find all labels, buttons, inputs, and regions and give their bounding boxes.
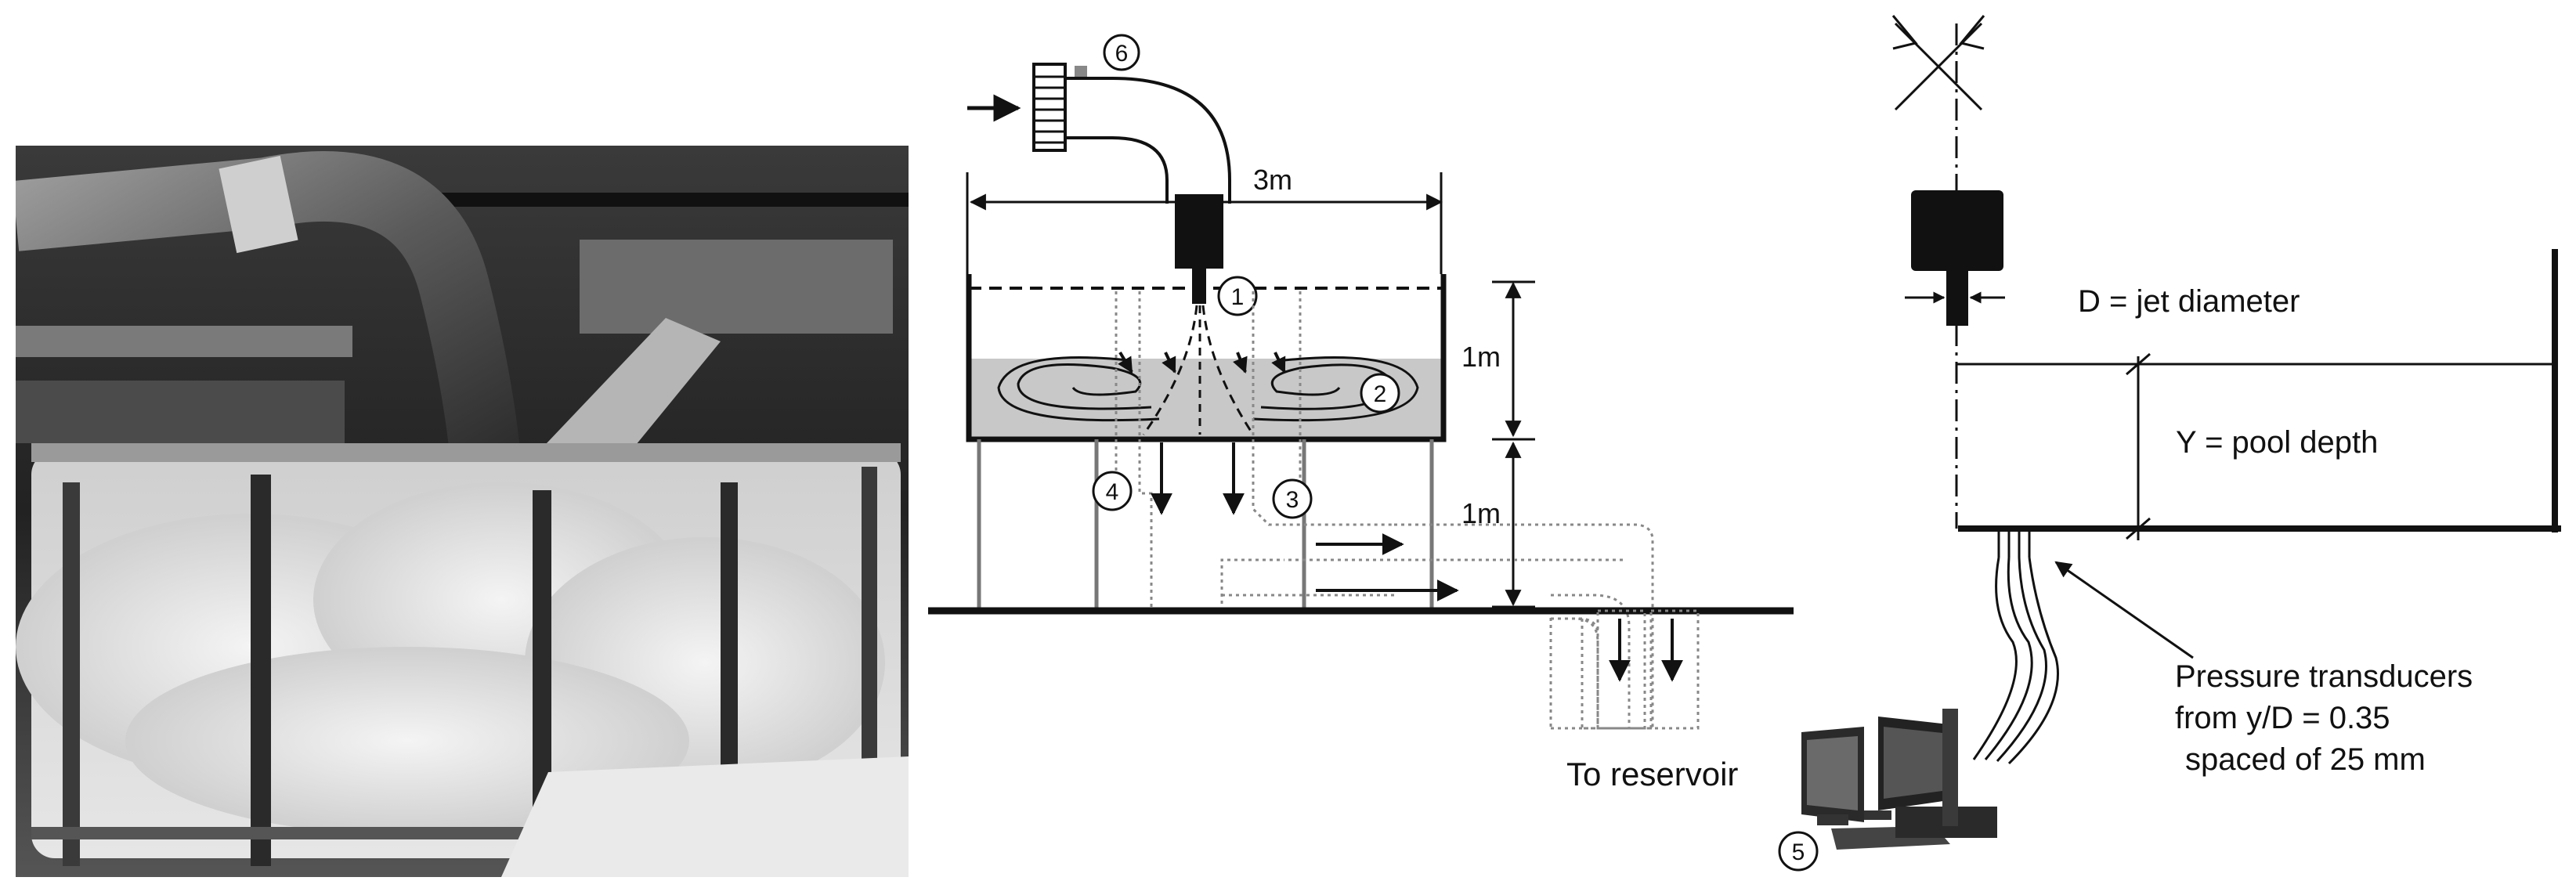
nozzle-tip (1192, 269, 1206, 304)
marker-4: 4 (1106, 479, 1119, 505)
transducer-cables (1972, 529, 2059, 765)
vortex-right (1252, 356, 1419, 422)
flow-straightener-slats (1034, 75, 1065, 144)
photo-platform (16, 381, 345, 443)
nozzle (1175, 194, 1223, 269)
photo-tank-rim (31, 443, 901, 462)
support-legs (977, 439, 1434, 611)
photo-window (580, 240, 893, 334)
marker-4-circle (1092, 471, 1133, 511)
marker-1-circle (1217, 276, 1258, 316)
pool-walls (966, 274, 1447, 442)
vortex-left (1017, 363, 1152, 410)
transducers-line1: Pressure transducers (2175, 659, 2473, 694)
marker-2-circle (1360, 373, 1400, 413)
marker-2: 2 (1374, 381, 1387, 407)
transducers-line3: spaced of 25 mm (2185, 742, 2426, 777)
inlet-valve (1075, 66, 1087, 78)
flow-straightener (1032, 63, 1067, 152)
jet-spread (1142, 305, 1198, 435)
vortex-right (1260, 363, 1396, 410)
photo-post (63, 482, 80, 866)
marker-6: 6 (1115, 41, 1129, 67)
photo-pipe (16, 151, 521, 463)
marker-5-circle (1778, 831, 1819, 872)
width-label: 3m (1253, 164, 1292, 196)
pool-height-label: 1m (1461, 341, 1501, 373)
photo-pipe-flange (219, 155, 298, 254)
photo-post (251, 475, 271, 866)
photo-shelf (16, 326, 352, 357)
setup-figure: 6 3m 1 2 1m (928, 34, 1794, 792)
supply-pipe (1065, 136, 1169, 204)
marker-5: 5 (1792, 839, 1805, 865)
outlet-label: To reservoir (1566, 756, 1738, 792)
schematic-figure: D = jet diameter Y = pool depth Pressure… (1778, 15, 2561, 872)
photo-foreground-box (501, 756, 909, 877)
jet-diameter-label: D = jet diameter (2078, 284, 2300, 319)
light-source-symbol (1891, 15, 1985, 111)
supply-pipe (1065, 77, 1231, 204)
jet-spread (1201, 305, 1255, 435)
facility-photo (16, 146, 909, 877)
outlet-ducts (1596, 609, 1700, 730)
computer-icon (1801, 709, 1997, 850)
marker-6-circle (1103, 34, 1140, 71)
jet-nozzle (1911, 190, 2003, 271)
outlet-channels (1115, 291, 1654, 730)
pool-depth-tick-top (2126, 352, 2151, 376)
pool-depth-tick-bottom (2126, 517, 2151, 540)
marker-1: 1 (1231, 284, 1245, 310)
transducers-line2: from y/D = 0.35 (2175, 701, 2390, 735)
pool-depth-label: Y = pool depth (2176, 425, 2378, 460)
transducer-pointer (2054, 561, 2194, 659)
vortex-left (997, 356, 1160, 422)
vortex-arrows (1118, 351, 1286, 374)
marker-3-circle (1272, 478, 1313, 519)
marker-3: 3 (1286, 487, 1299, 513)
jet-nozzle-tip (1946, 271, 1968, 326)
